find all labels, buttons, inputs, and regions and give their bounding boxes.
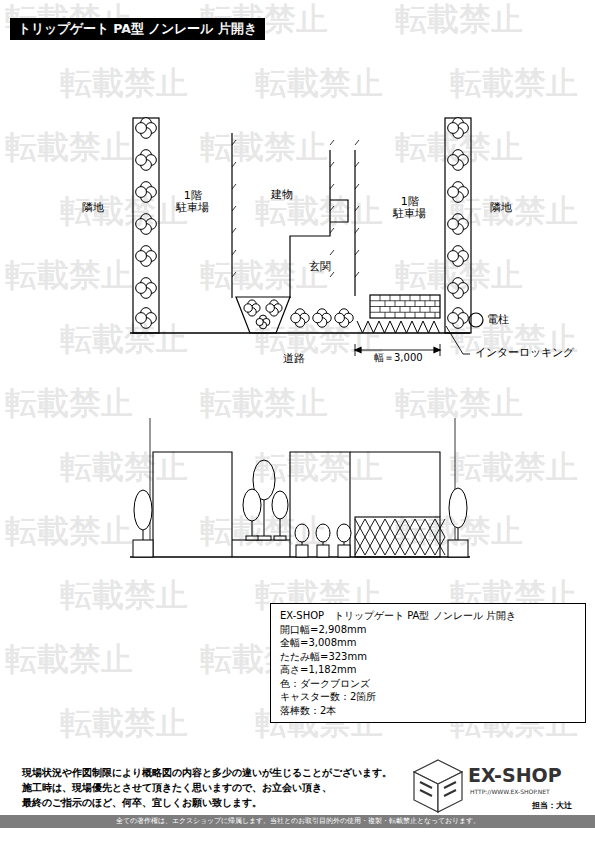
copyright-text: 全ての著作権は、エクスショップに帰属します。当社とのお取引目的外の使用・複製・転… <box>4 817 591 826</box>
watermark: 転載禁止 <box>395 2 523 37</box>
spec-line: 高さ=1,182mm <box>280 663 576 677</box>
watermark: 転載禁止 <box>5 642 133 677</box>
watermark: 転載禁止 <box>60 578 188 613</box>
spec-line: キャスター数：2箇所 <box>280 690 576 704</box>
note: 現場状況や作図制限により概略図の内容と多少の違いが生じることがございます。 <box>22 767 392 778</box>
watermark: 転載禁止 <box>200 2 328 37</box>
spec-line: 全幅=3,008mm <box>280 636 576 650</box>
spec-line: たたみ幅=323mm <box>280 650 576 664</box>
logo-cube <box>414 760 462 812</box>
watermark: 転載禁止 <box>450 194 578 229</box>
logo-text: EX-SHOP <box>468 765 562 786</box>
watermark: 転載禁止 <box>200 130 328 165</box>
watermark: 転載禁止 <box>395 130 523 165</box>
watermark: 転載禁止 <box>395 258 523 293</box>
watermark: 転載禁止 <box>255 66 383 101</box>
watermark: 転載禁止 <box>200 258 328 293</box>
spec-line: 落棒数：2本 <box>280 704 576 718</box>
watermark: 転載禁止 <box>395 386 523 421</box>
spec-line: EX-SHOP トリップゲート PA型 ノンレール 片開き <box>280 609 576 623</box>
watermark: 転載禁止 <box>255 450 383 485</box>
copyright-band: 全ての著作権は、エクスショップに帰属します。当社とのお取引目的外の使用・複製・転… <box>0 815 595 828</box>
watermark: 転載禁止 <box>60 706 188 741</box>
watermark: 転載禁止 <box>60 322 188 357</box>
watermark: 転載禁止 <box>5 130 133 165</box>
watermark: 転載禁止 <box>450 450 578 485</box>
interlocking-bricks <box>370 295 440 318</box>
watermark: 転載禁止 <box>5 258 133 293</box>
watermark: 転載禁止 <box>450 322 578 357</box>
watermark: 転載禁止 <box>450 66 578 101</box>
watermark: 転載禁止 <box>60 450 188 485</box>
note: 施工時は、現場優先とさせて頂きたく思いますので、お立会い頂き、 <box>22 782 332 793</box>
watermark: 転載禁止 <box>395 514 523 549</box>
spec-line: 色：ダークブロンズ <box>280 677 576 691</box>
watermark: 転載禁止 <box>255 194 383 229</box>
watermark: 転載禁止 <box>5 514 133 549</box>
logo-url: HTTP://WWW.EX-SHOP.NET <box>470 789 550 796</box>
watermark: 転載禁止 <box>200 514 328 549</box>
watermark: 転載禁止 <box>5 2 133 37</box>
watermark: 転載禁止 <box>60 194 188 229</box>
spec-line: 開口幅=2,908mm <box>280 623 576 637</box>
watermark: 転載禁止 <box>200 386 328 421</box>
watermark: 転載禁止 <box>5 386 133 421</box>
note: 最終のご指示のほど、何卒、宜しくお願い致します。 <box>22 797 262 808</box>
staff-name: 担当：大辻 <box>532 802 572 811</box>
parking-label: 1階 駐車場 <box>385 196 435 220</box>
watermark: 転載禁止 <box>255 322 383 357</box>
spec-box: EX-SHOP トリップゲート PA型 ノンレール 片開き開口幅=2,908mm… <box>270 603 586 723</box>
watermark: 転載禁止 <box>60 66 188 101</box>
